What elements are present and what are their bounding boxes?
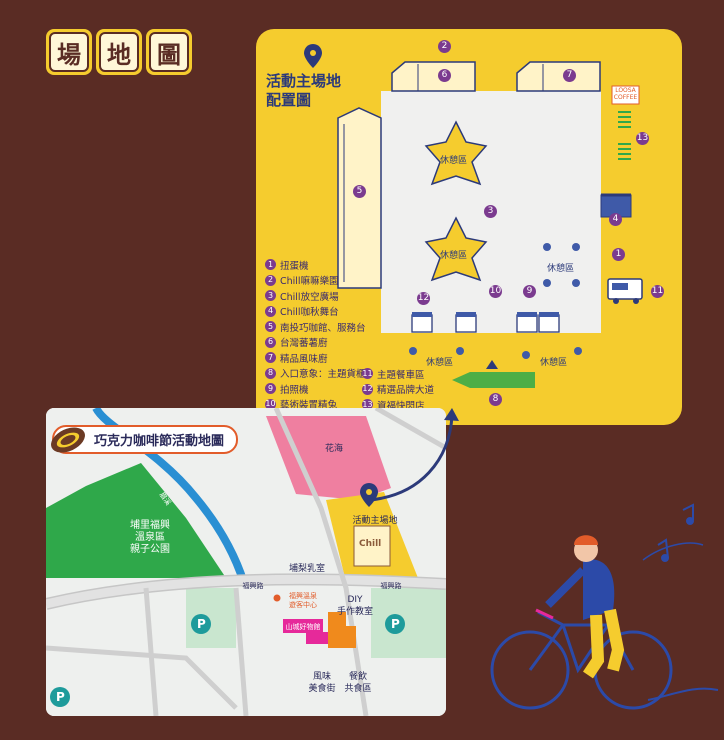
flower-icon — [409, 243, 582, 359]
tent-icon — [424, 120, 488, 186]
visitor-center-pin-icon — [273, 594, 281, 602]
marker-8: 8 — [489, 393, 502, 406]
flower-sea-label: 花海 — [324, 444, 343, 454]
marker-2: 2 — [438, 40, 451, 53]
music-note-icon — [642, 503, 704, 562]
flower-sea-area — [266, 416, 391, 500]
bike-wheel — [490, 630, 570, 710]
title-char: 地 — [96, 29, 142, 75]
marker-1: 1 — [612, 248, 625, 261]
entrance-arrow-icon — [486, 360, 498, 369]
dairy-label: 埔梨乳室 — [288, 564, 325, 574]
food-truck-icon — [607, 278, 643, 304]
cyclist-illustration — [490, 503, 719, 710]
road-label: 福興路 — [380, 582, 402, 590]
rest-area-label: 休憩區 — [440, 156, 468, 166]
park-area — [46, 463, 226, 578]
parking-icon — [191, 614, 211, 634]
marker-13: 13 — [636, 132, 649, 145]
park-label: 埔里福興 溫泉區 親子公園 — [130, 520, 170, 555]
diy-building — [328, 612, 356, 648]
brand-booths — [411, 314, 560, 333]
marker-4: 4 — [609, 213, 622, 226]
parking-label: P — [197, 617, 206, 631]
title-char: 圖 — [146, 29, 192, 75]
cyclist-helmet — [574, 535, 598, 545]
stage-icon — [600, 193, 632, 218]
entrance-gate — [452, 372, 535, 388]
building-6 — [391, 61, 476, 92]
marker-3: 3 — [484, 205, 497, 218]
mall-building — [283, 619, 323, 633]
diy-label: DIY 手作教室 — [336, 595, 373, 617]
page-title: 場 地 圖 — [46, 29, 192, 75]
parking-icon — [50, 687, 70, 707]
venue-title: 活動主場地 配置圖 — [266, 72, 342, 109]
marker-12: 12 — [417, 292, 430, 305]
marker-5: 5 — [353, 185, 366, 198]
mall-label: 山城好物館 — [285, 623, 321, 631]
marker-10: 10 — [489, 285, 502, 298]
main-venue-label: 活動主場地 — [352, 516, 398, 526]
area-map: P P P Chill — [46, 408, 446, 716]
marker-7: 7 — [563, 69, 576, 82]
parking-label: P — [56, 690, 65, 704]
arrow-icon — [369, 408, 459, 502]
building-5 — [337, 107, 382, 289]
marker-11: 11 — [651, 285, 664, 298]
road-label: 福興路 — [242, 582, 264, 590]
cocoa-pod-icon — [51, 427, 85, 453]
parking-area — [371, 588, 446, 658]
rest-area-label: 休憩區 — [440, 251, 468, 261]
rest-area-label: 休憩區 — [540, 358, 568, 368]
parking-label: P — [391, 617, 400, 631]
side-roads — [46, 408, 446, 716]
cafe-sign-text: LOOSA COFFEE — [613, 87, 638, 101]
cyclist-body — [583, 559, 615, 620]
area-map-drawing — [46, 408, 446, 716]
marker-6: 6 — [438, 69, 451, 82]
flash-shop-stalls — [618, 111, 631, 160]
title-char: 場 — [46, 29, 92, 75]
venue-sign-text: Chill — [359, 539, 382, 549]
cafe-sign — [611, 85, 640, 105]
marker-9: 9 — [523, 285, 536, 298]
visitor-center-label: 福興溫泉 遊客中心 — [289, 592, 317, 609]
tent-icon — [424, 216, 488, 282]
rest-area-label: 休憩區 — [426, 358, 454, 368]
parking-icon — [385, 614, 405, 634]
building-7 — [516, 61, 601, 92]
food-street-label: 風味 美食街 — [308, 672, 336, 694]
venue-sign — [353, 525, 391, 567]
dining-area-label: 餐飲 共食區 — [344, 672, 372, 694]
rest-area-label: 休憩區 — [547, 264, 575, 274]
